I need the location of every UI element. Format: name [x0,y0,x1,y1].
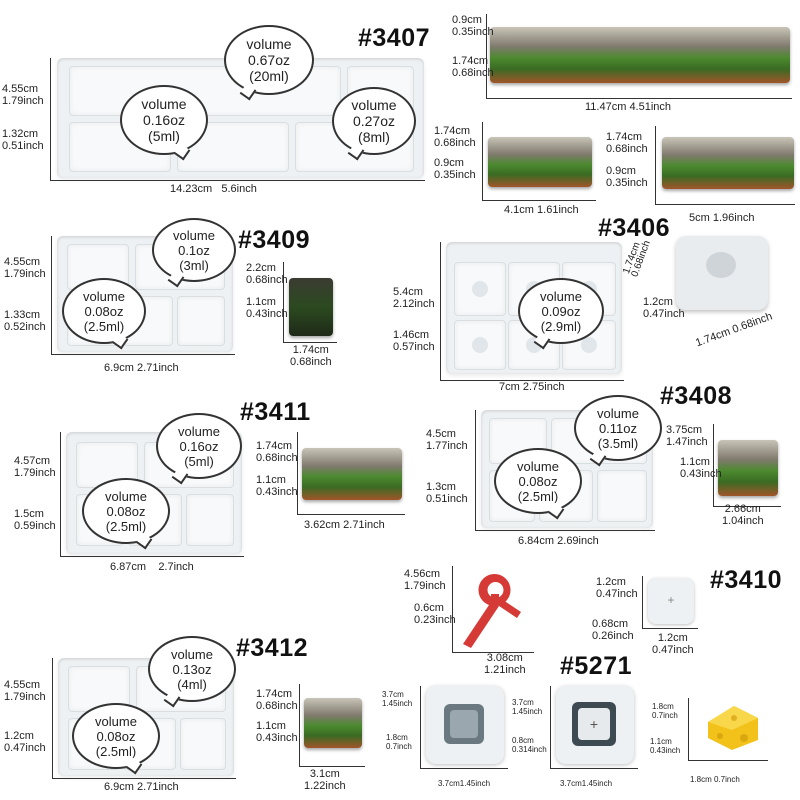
cheese-keycap-image [708,706,758,750]
keycap-image [488,137,592,187]
width-label: 1.8cm 0.7inch [690,775,740,784]
cavity [597,470,647,522]
width-label: 14.23cm 5.6inch [170,183,257,195]
product-code: #3410 [710,566,783,594]
keycap-image [304,698,362,748]
width-label: 5cm 1.96inch [689,212,755,224]
product-code: #3408 [660,382,733,410]
keycap-image [302,448,402,500]
width-label: 1.74cm 0.68inch [694,310,774,350]
cavity [186,494,234,546]
product-code: #3411 [240,398,311,426]
width-label: 3.62cm 2.71inch [304,519,385,531]
width-label: 6.87cm 2.7inch [110,561,194,573]
cavity [180,718,226,770]
keycap-image [718,440,778,496]
width-label: 6.84cm 2.69inch [518,535,599,547]
cavity [454,262,506,316]
cube-mold-image [426,686,504,764]
keycap-image [289,278,333,336]
width-label: 4.1cm 1.61inch [504,204,579,216]
width-label: 11.47cm 4.51inch [585,101,672,113]
long-keycap-image [490,27,790,83]
product-code: #3412 [236,634,309,662]
width-label: 7cm 2.75inch [499,381,565,393]
keycap-image [662,137,794,189]
width-label: 6.9cm 2.71inch [104,362,179,374]
small-mold-image: + [648,578,694,624]
product-code: #5271 [560,652,633,680]
product-code: #3409 [238,226,311,254]
keycap-puller-image [463,574,521,648]
width-label: 3.7cm1.45inch [438,779,491,788]
product-code: #3407 [358,24,431,52]
cavity [454,320,506,370]
square-mold-image: + [556,686,634,764]
cavity [177,296,225,346]
paw-keycap-image [676,236,768,310]
product-code: #3406 [598,214,671,242]
width-label: 6.9cm 2.71inch [104,781,179,793]
width-label: 3.7cm1.45inch [560,779,613,788]
